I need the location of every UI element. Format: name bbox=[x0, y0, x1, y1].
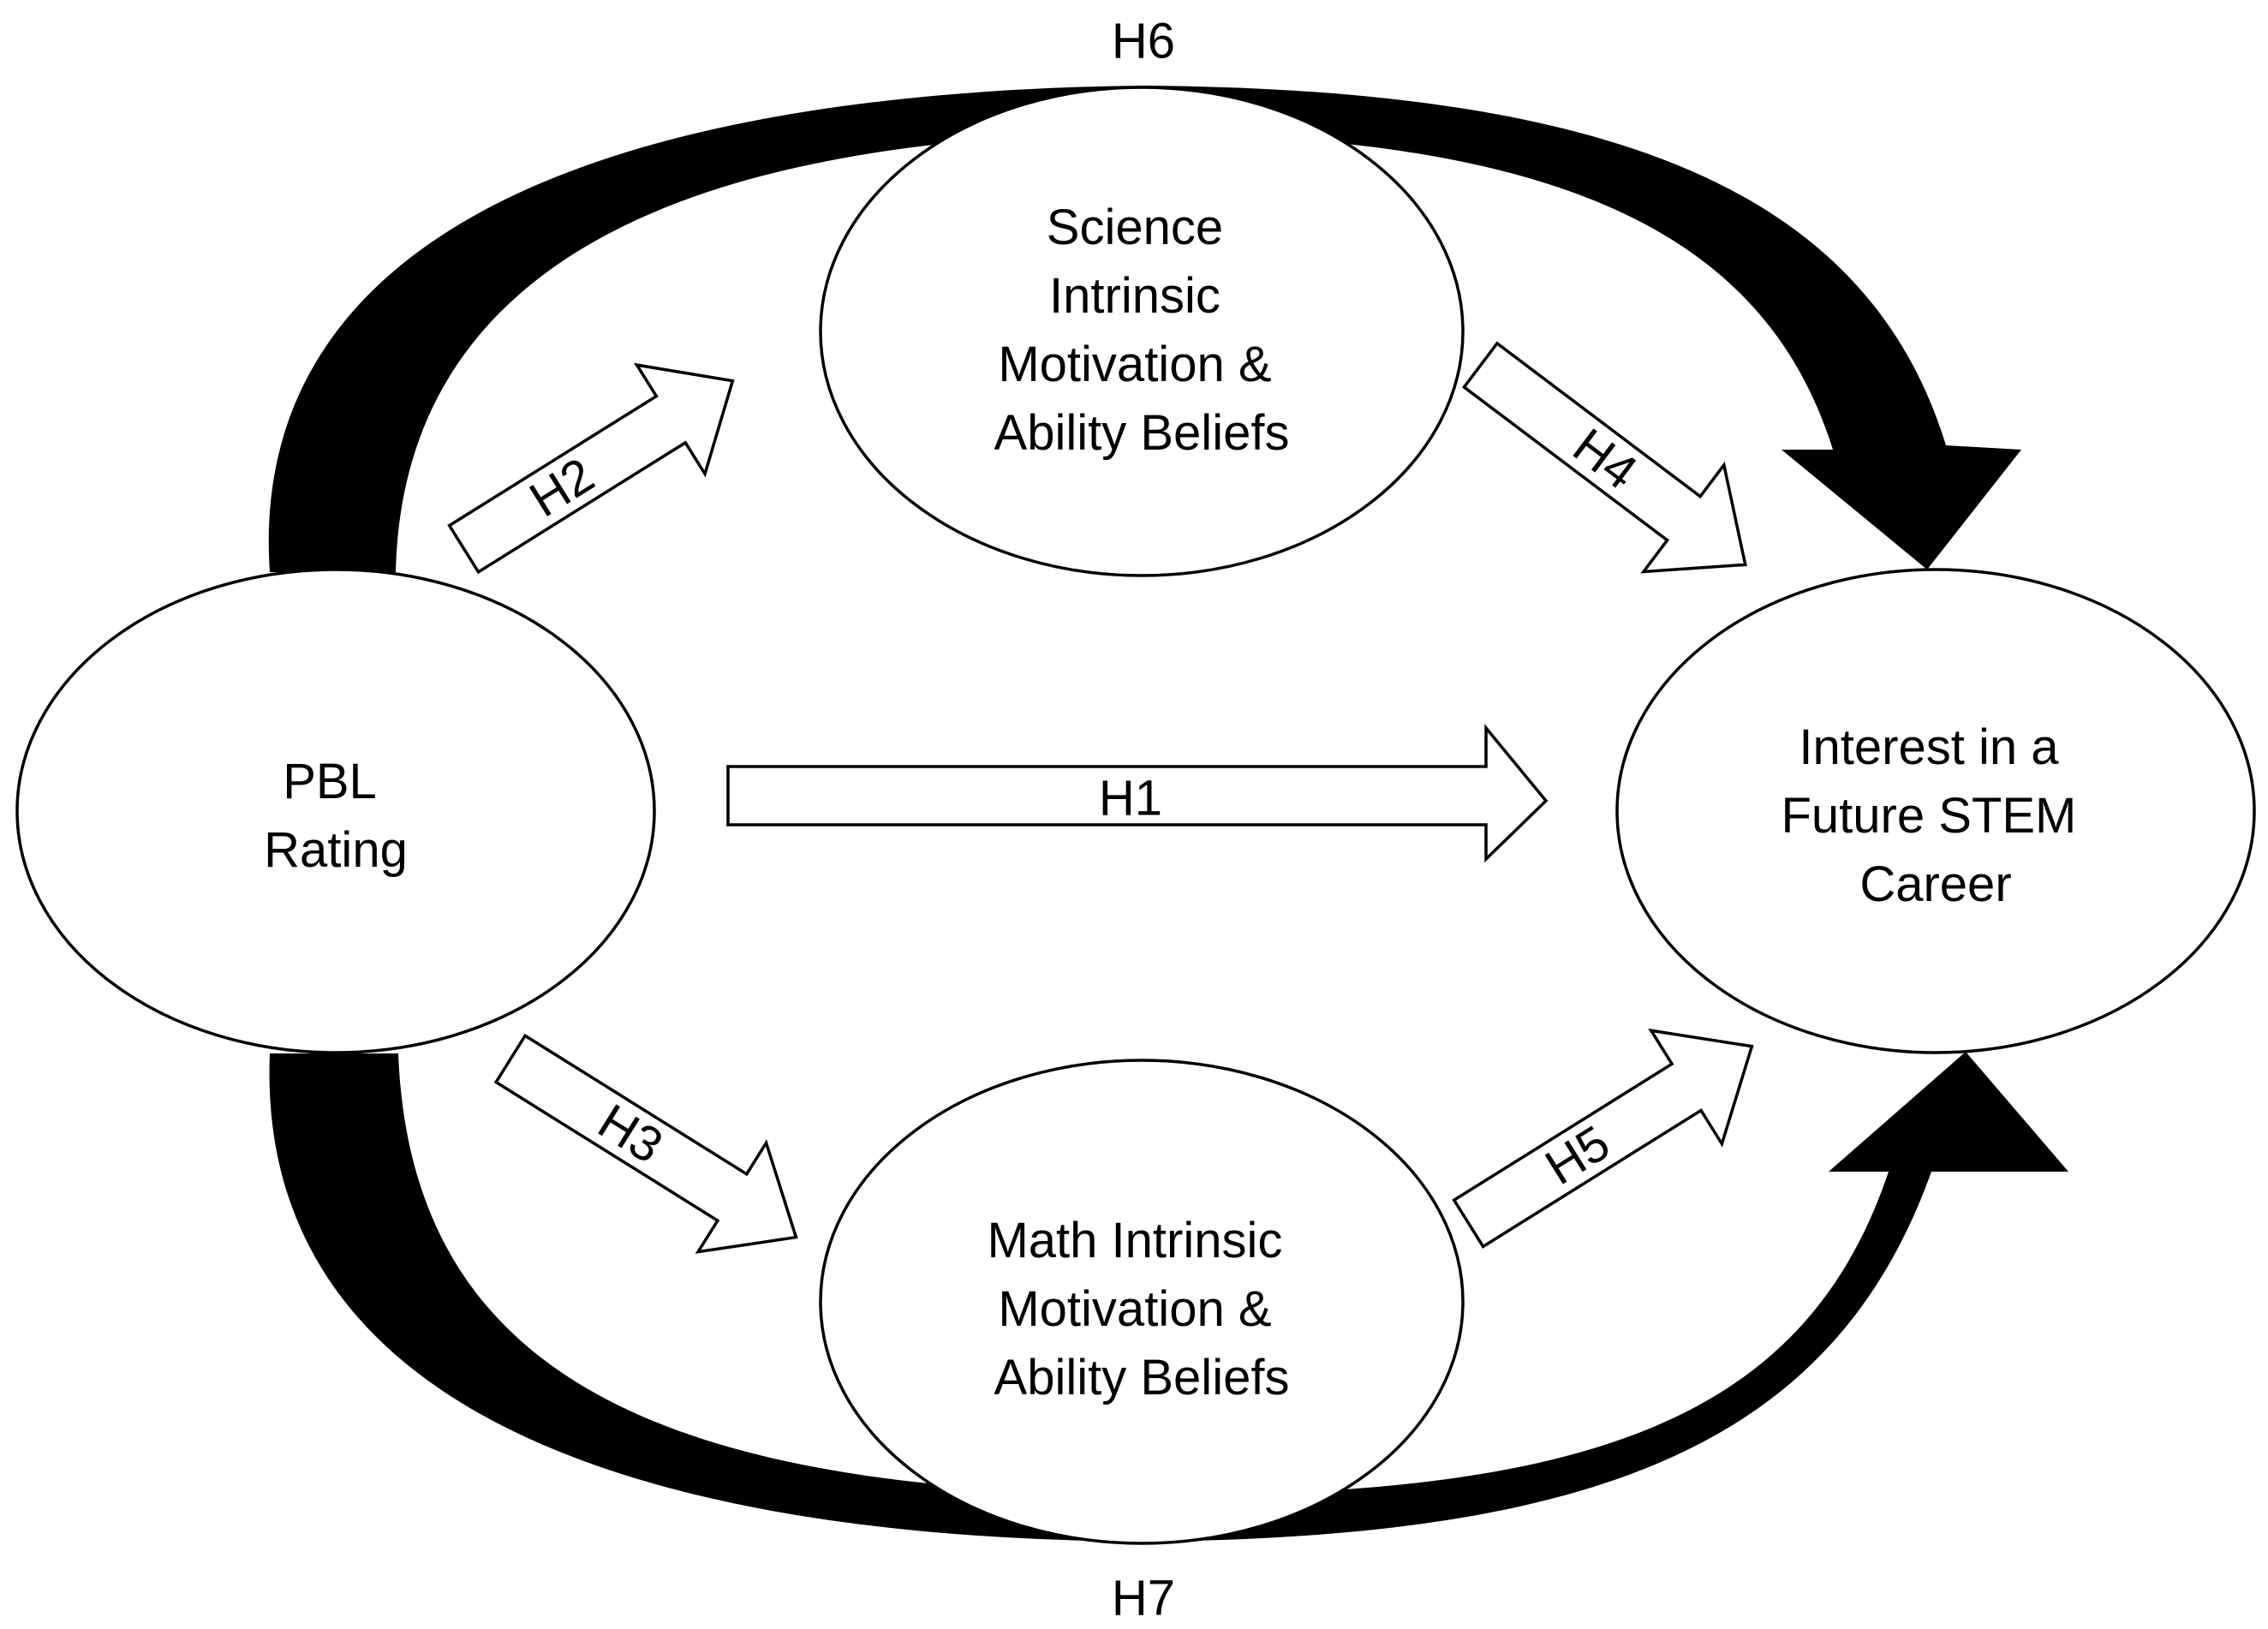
science-motivation-line-3: Motivation & bbox=[998, 337, 1271, 392]
h4-arrow-shape bbox=[1461, 341, 1747, 574]
node-stem-interest: Interest in a Future STEM Career bbox=[1615, 568, 2256, 1054]
h5-arrow-shape bbox=[1452, 1028, 1754, 1249]
stem-interest-line-1: Interest in a bbox=[1799, 719, 2059, 775]
path-h5-arrow: H5 bbox=[1452, 1028, 1754, 1249]
h1-label: H1 bbox=[1099, 771, 1162, 826]
pbl-rating-line-1: PBL bbox=[283, 754, 375, 809]
math-motivation-ellipse bbox=[819, 1059, 1465, 1545]
h2-arrow-shape bbox=[447, 362, 735, 575]
science-motivation-ellipse bbox=[819, 86, 1465, 577]
node-science-motivation: Science Intrinsic Motivation & Ability B… bbox=[819, 86, 1465, 577]
path-h1-arrow: H1 bbox=[726, 724, 1549, 863]
pbl-rating-ellipse bbox=[15, 568, 656, 1054]
node-math-motivation: Math Intrinsic Motivation & Ability Beli… bbox=[819, 1059, 1465, 1545]
path-h7-curved-arrow: H7 bbox=[269, 1052, 2069, 1626]
h1-arrow-shape bbox=[726, 724, 1549, 863]
science-motivation-line-2: Intrinsic bbox=[1049, 268, 1221, 324]
path-h4-arrow: H4 bbox=[1461, 341, 1747, 574]
path-h2-arrow: H2 bbox=[447, 362, 735, 575]
math-motivation-line-3: Ability Beliefs bbox=[994, 1350, 1290, 1405]
stem-interest-ellipse bbox=[1615, 568, 2256, 1054]
science-motivation-line-1: Science bbox=[1047, 200, 1223, 255]
h6-label: H6 bbox=[1112, 14, 1175, 69]
math-motivation-line-1: Math Intrinsic bbox=[987, 1213, 1282, 1268]
stem-interest-line-3: Career bbox=[1859, 856, 2011, 912]
pbl-rating-line-2: Rating bbox=[264, 822, 408, 878]
h7-label: H7 bbox=[1112, 1571, 1175, 1626]
math-motivation-line-2: Motivation & bbox=[998, 1281, 1271, 1337]
node-pbl-rating: PBL Rating bbox=[15, 568, 656, 1054]
h3-arrow-shape bbox=[493, 1033, 798, 1254]
svg-text:Math Intrinsic Motivatio: Math Intrinsic Motivation & Ability Beli… bbox=[987, 1213, 1296, 1405]
svg-text:Science Intrinsic: Science Intrinsic Motivation & Ability B… bbox=[994, 200, 1290, 461]
svg-text:Interest in a Future STE: Interest in a Future STEM Career bbox=[1782, 719, 2091, 912]
path-h3-arrow: H3 bbox=[493, 1033, 798, 1254]
path-h6-curved-arrow: H6 bbox=[268, 14, 2021, 572]
stem-interest-line-2: Future STEM bbox=[1782, 788, 2077, 844]
science-motivation-line-4: Ability Beliefs bbox=[994, 405, 1290, 461]
svg-text:PBL Rating: PBL Rating bbox=[264, 754, 408, 878]
